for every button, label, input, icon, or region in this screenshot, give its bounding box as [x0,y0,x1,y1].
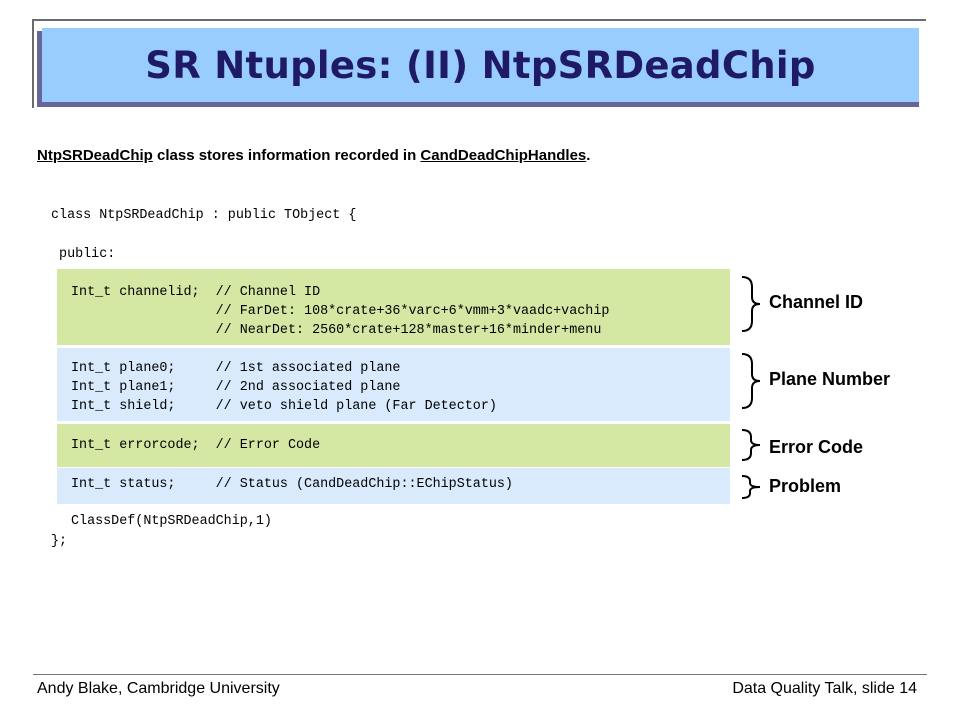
code-line-channelid: Int_t channelid; // Channel ID [71,285,321,300]
code-line-errorcode: Int_t errorcode; // Error Code [71,438,321,453]
problem-brace-icon [741,475,761,499]
class-name-link[interactable]: NtpSRDeadChip [37,147,153,164]
title-banner: SR Ntuples: (II) NtpSRDeadChip [42,28,919,102]
problem-label: Problem [769,476,842,496]
channel-field-band: Int_t channelid; // Channel ID // FarDet… [57,269,730,345]
slide-title: SR Ntuples: (II) NtpSRDeadChip [145,43,816,87]
intro-end-text: . [586,147,591,164]
intro-sentence: NtpSRDeadChip class stores information r… [37,147,590,164]
code-line-plane0: Int_t plane0; // 1st associated plane [71,361,401,376]
code-line-neardet: // NearDet: 2560*crate+128*master+16*min… [71,323,602,338]
code-line-plane1: Int_t plane1; // 2nd associated plane [71,380,401,395]
handle-name-link[interactable]: CandDeadChipHandles [420,147,587,164]
footer-slide-number: Data Quality Talk, slide 14 [732,680,917,697]
plane-field-band: Int_t plane0; // 1st associated plane In… [57,348,730,421]
error-code-label: Error Code [769,437,864,457]
top-rule [32,19,926,21]
code-line-fardet: // FarDet: 108*crate+36*varc+6*vmm+3*vaa… [71,304,610,319]
footer-author: Andy Blake, Cambridge University [37,680,280,697]
code-line-status: Int_t status; // Status (CandDeadChip::E… [71,477,513,492]
status-field-band: Int_t status; // Status (CandDeadChip::E… [57,468,730,504]
channel-id-label: Channel ID [769,292,864,312]
intro-middle-text: class stores information recorded in [152,147,421,164]
plane-number-label: Plane Number [769,369,891,389]
code-close-line: }; [51,534,68,549]
plane-brace-icon [741,353,761,409]
left-rule [32,19,34,108]
error-field-band: Int_t errorcode; // Error Code [57,424,730,467]
error-brace-icon [741,429,761,461]
code-public-line: public: [51,247,116,262]
code-line-shield: Int_t shield; // veto shield plane (Far … [71,399,497,414]
code-classdef-line: ClassDef(NtpSRDeadChip,1) [71,514,272,529]
channel-brace-icon [741,276,761,332]
code-class-line: class NtpSRDeadChip : public TObject { [51,208,357,223]
footer-rule [33,674,927,675]
